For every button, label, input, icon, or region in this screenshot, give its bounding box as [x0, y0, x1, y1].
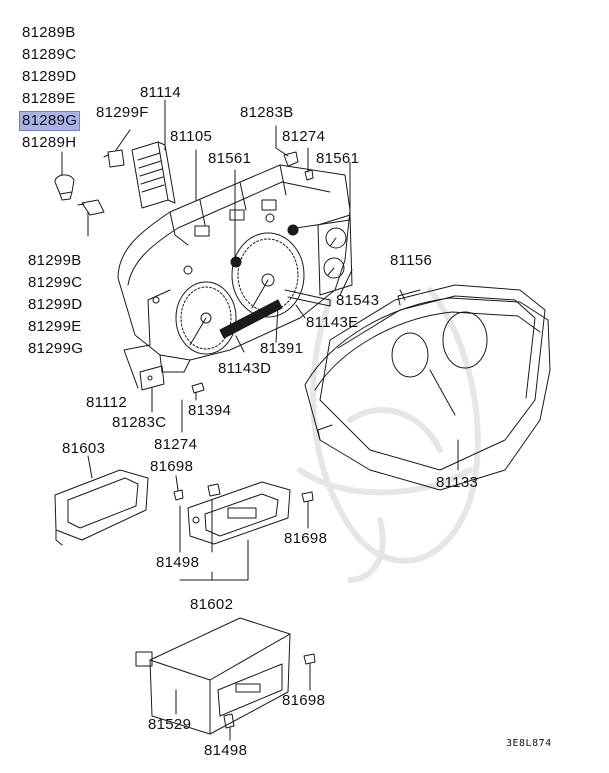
label-81289C[interactable]: 81289C — [22, 46, 77, 63]
connector-81114[interactable] — [132, 142, 175, 208]
label-81561-right[interactable]: 81561 — [316, 150, 360, 167]
bulb-socket-81299F[interactable] — [104, 150, 124, 167]
screw-81274-top[interactable] — [305, 170, 313, 180]
label-81698-c[interactable]: 81698 — [282, 692, 326, 709]
switch-81602[interactable] — [188, 482, 290, 544]
label-81105[interactable]: 81105 — [170, 128, 213, 145]
printed-circuit-strip[interactable] — [220, 290, 330, 338]
label-81289E[interactable]: 81289E — [22, 90, 76, 107]
label-81529[interactable]: 81529 — [148, 716, 192, 733]
label-81299B[interactable]: 81299B — [28, 252, 82, 269]
screw-81698-a[interactable] — [174, 490, 183, 500]
label-81156[interactable]: 81156 — [390, 252, 433, 269]
tachometer-gauge[interactable] — [176, 282, 236, 354]
label-81283B[interactable]: 81283B — [240, 104, 294, 121]
switch-panel-81603[interactable] — [55, 470, 148, 545]
cluster-hood-81133[interactable] — [305, 298, 550, 490]
label-81143D[interactable]: 81143D — [218, 360, 272, 377]
label-81299C[interactable]: 81299C — [28, 274, 83, 291]
label-81289H[interactable]: 81289H — [22, 134, 77, 151]
label-81498-a[interactable]: 81498 — [156, 554, 200, 571]
bulb-socket-81289[interactable] — [55, 175, 74, 200]
bracket-81283C[interactable] — [140, 366, 164, 390]
label-81289B[interactable]: 81289B — [22, 24, 76, 41]
label-81498-b[interactable]: 81498 — [204, 742, 248, 759]
connector-81498-b[interactable] — [224, 714, 234, 728]
label-81283C[interactable]: 81283C — [112, 414, 167, 431]
fuel-temp-gauges[interactable] — [318, 215, 352, 295]
cluster-housing[interactable] — [118, 165, 350, 372]
label-81274-top[interactable]: 81274 — [282, 128, 326, 145]
label-81394[interactable]: 81394 — [188, 402, 232, 419]
diagram-code: 3E8L874 — [506, 738, 552, 749]
label-81112[interactable]: 81112 — [86, 394, 127, 411]
label-81299F[interactable]: 81299F — [96, 104, 149, 121]
clip-81283B[interactable] — [284, 152, 298, 166]
screw-81698-b[interactable] — [302, 492, 313, 502]
label-81561-left[interactable]: 81561 — [208, 150, 252, 167]
label-81299D[interactable]: 81299D — [28, 296, 83, 313]
label-81299G[interactable]: 81299G — [28, 340, 84, 357]
label-81602[interactable]: 81602 — [190, 596, 234, 613]
label-81391[interactable]: 81391 — [260, 340, 304, 357]
label-81543[interactable]: 81543 — [336, 292, 380, 309]
audio-unit-81529[interactable] — [136, 618, 290, 734]
speedometer-gauge[interactable] — [232, 233, 304, 317]
label-81114[interactable]: 81114 — [140, 84, 181, 101]
label-81299E[interactable]: 81299E — [28, 318, 82, 335]
label-81698-b[interactable]: 81698 — [284, 530, 328, 547]
label-81274-mid[interactable]: 81274 — [154, 436, 198, 453]
label-81143E[interactable]: 81143E — [306, 314, 359, 331]
warning-bulb-right[interactable] — [288, 225, 298, 235]
label-81289G-highlighted[interactable]: 81289G — [18, 111, 81, 131]
label-81133[interactable]: 81133 — [436, 474, 479, 491]
bulb-81299[interactable] — [78, 200, 104, 215]
label-81289D[interactable]: 81289D — [22, 68, 77, 85]
screw-81698-c[interactable] — [304, 654, 315, 664]
cluster-lens-81156[interactable] — [320, 285, 545, 470]
label-81698-a[interactable]: 81698 — [150, 458, 194, 475]
screw-81394[interactable] — [192, 383, 204, 393]
label-81603[interactable]: 81603 — [62, 440, 106, 457]
connector-81498-a[interactable] — [208, 484, 220, 496]
leader-lines — [62, 100, 458, 740]
warning-bulb-left[interactable] — [231, 257, 241, 267]
